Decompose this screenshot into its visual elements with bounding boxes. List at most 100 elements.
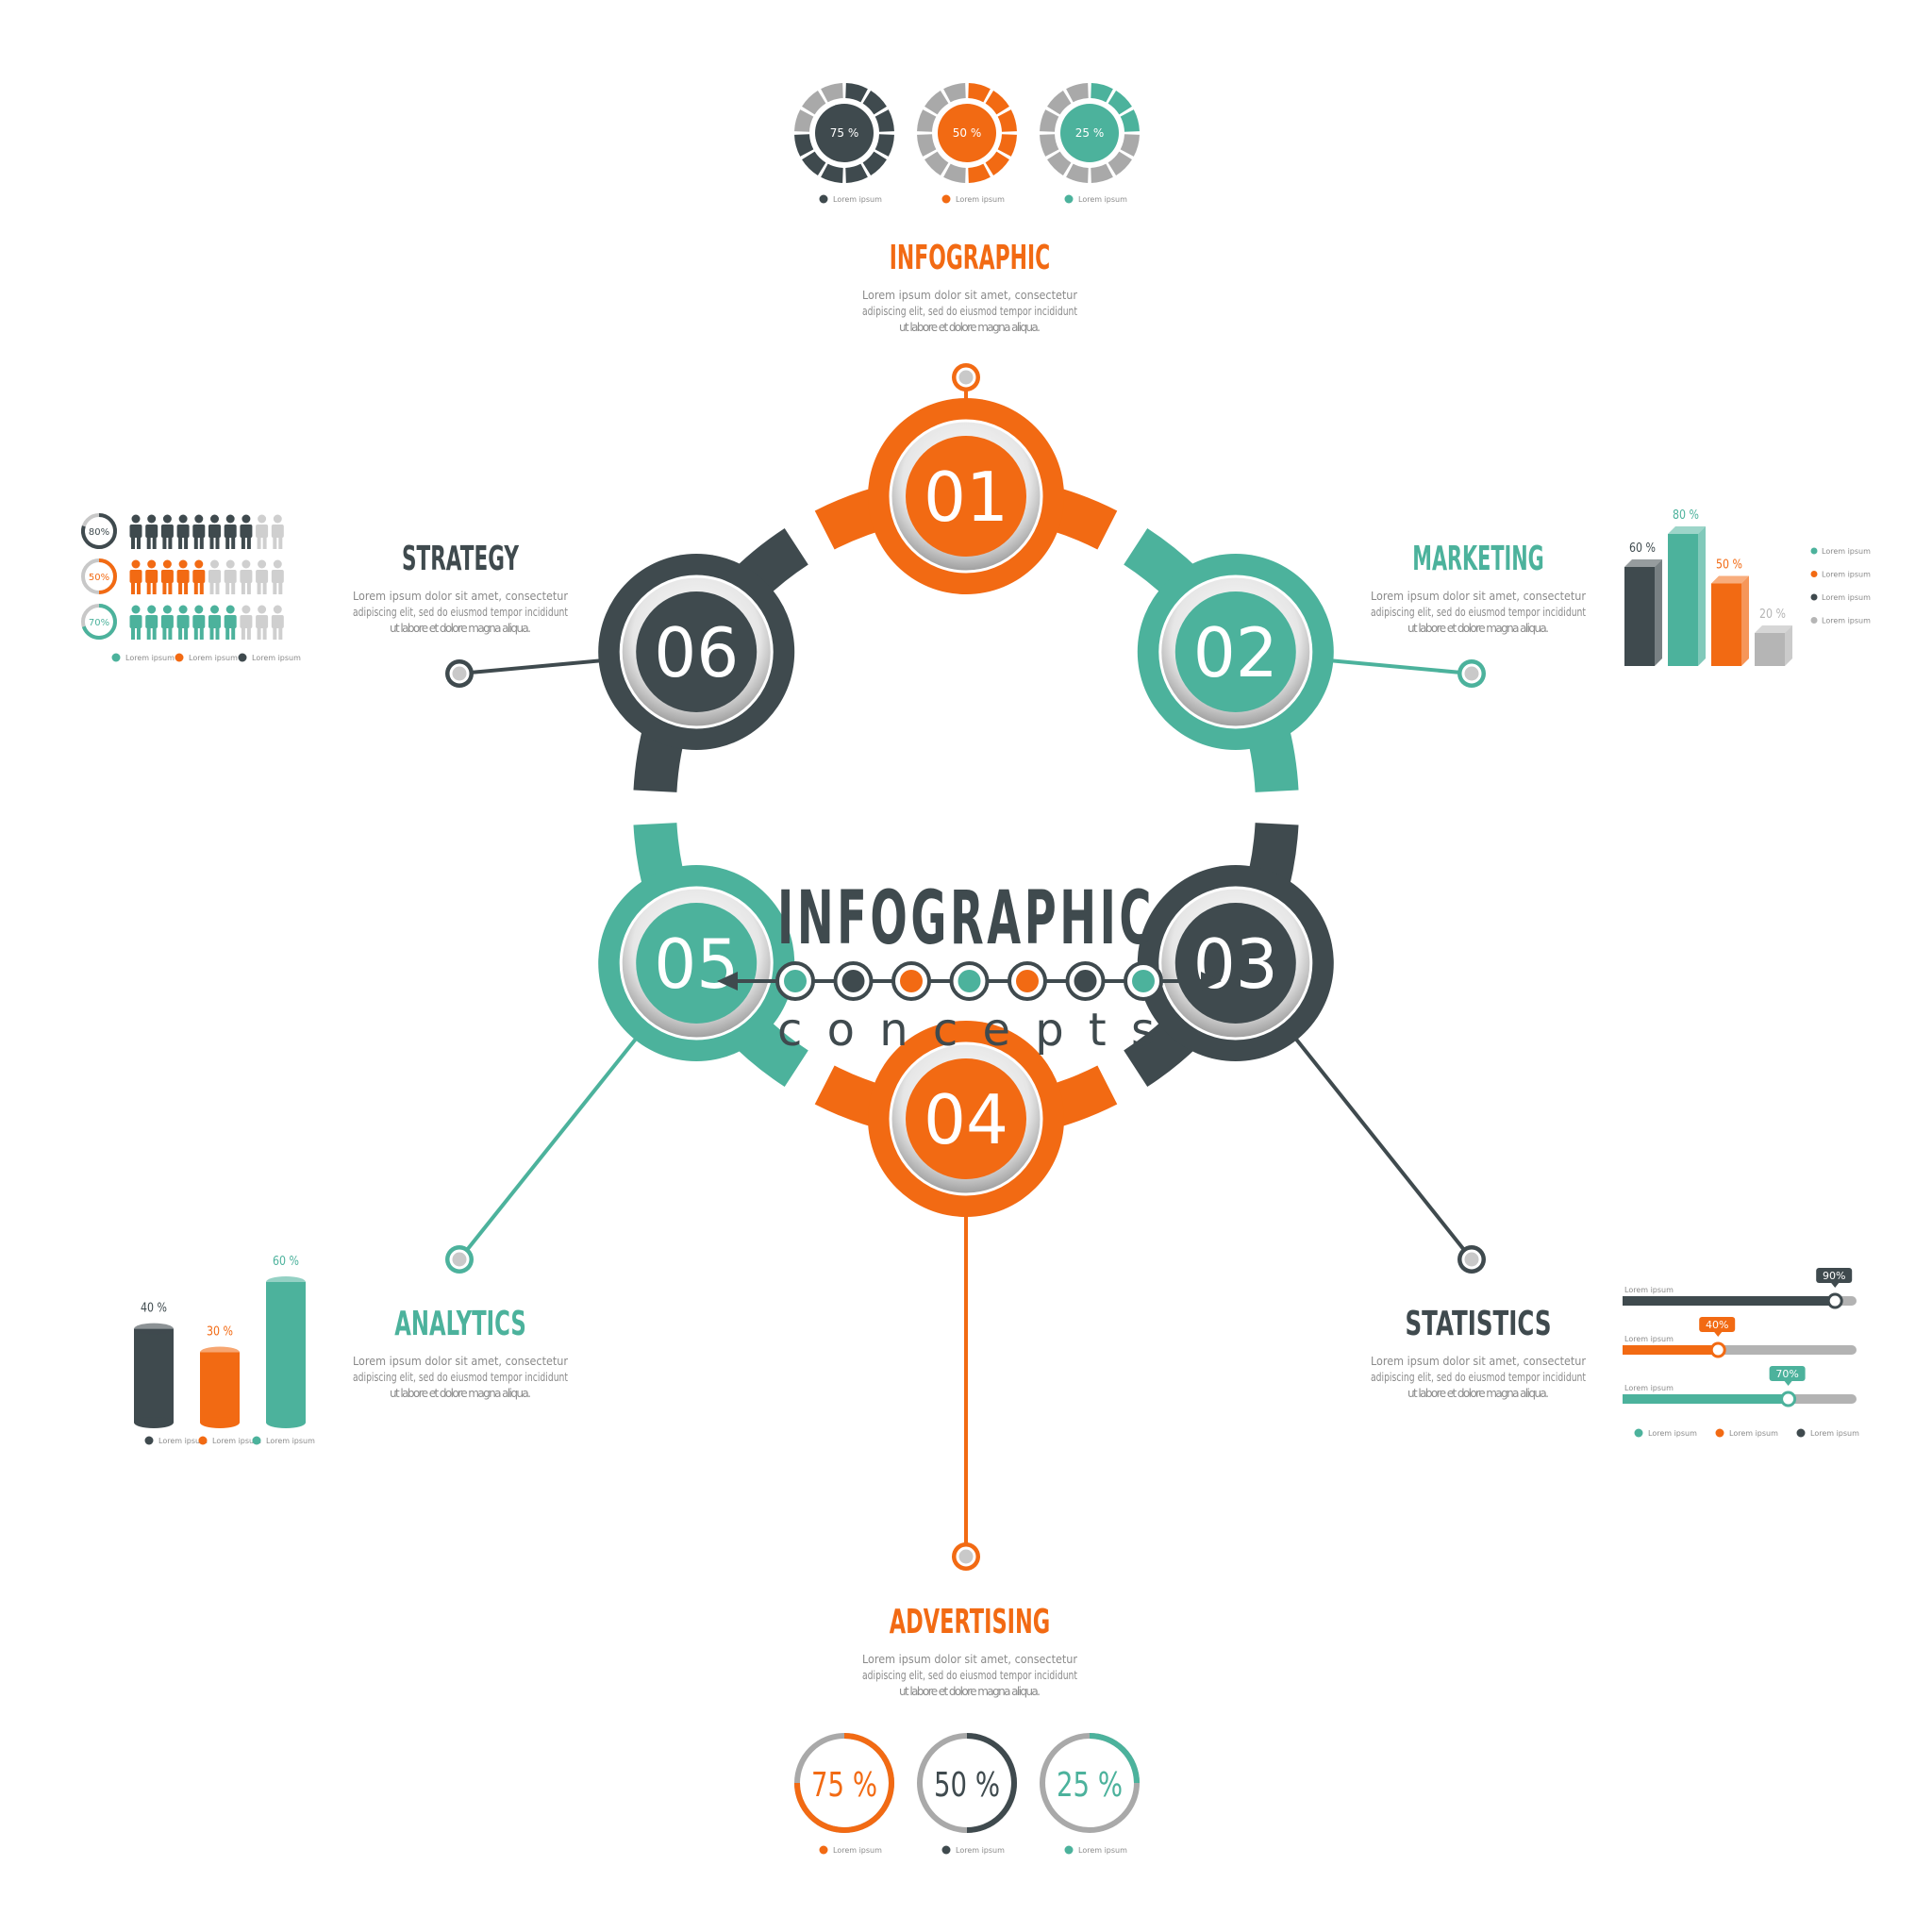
section-body-line: adipiscing elit, sed do eiusmod tempor i… [862,305,1077,318]
bar-value-label: 20 % [1759,608,1786,622]
cylinder-value-label: 40 % [141,1302,167,1316]
slider-knob [1780,1391,1797,1407]
bar-value-label: 50 % [1716,558,1742,573]
slider-label: Lorem ipsum [1624,1384,1674,1392]
bar-front [1668,534,1698,666]
person-icon [176,514,190,549]
cylinder-2: 60 % [266,1255,306,1428]
legend-dot [1810,617,1818,624]
section-body-line: ut labore et dolore magna aliqua. [1407,1387,1549,1400]
person-leg [178,537,183,549]
slider-value-label: 90% [1823,1270,1845,1282]
person-leg [278,537,283,549]
step-inner-circle [1174,903,1296,1024]
ring-progress [1089,1733,1140,1784]
bar-top [1711,575,1749,584]
person-leg [262,537,267,549]
person-icon [129,514,142,549]
legend-item: Lorem ipsum [1810,593,1871,602]
person-head [162,605,172,614]
person-leg [246,627,251,640]
legend-label: Lorem ipsum [189,654,238,662]
step-inner-circle [906,436,1026,557]
person-icon [208,514,221,549]
person-icon [160,559,174,594]
ring-label: 25 % [1057,1766,1123,1805]
person-leg [131,627,135,640]
bar-value-label: 60 % [1629,541,1656,556]
ring-segment [997,133,1017,157]
step-node-04: 04 [868,1021,1064,1217]
ring-segment [985,91,1009,115]
person-icon [256,559,269,594]
legend-dot [819,194,828,204]
person-leg [131,537,135,549]
legend-dot [1810,593,1818,601]
person-body [271,615,284,628]
slider-knob [1826,1292,1843,1309]
ring-segment [844,163,868,183]
person-leg [225,537,230,549]
progress-ring-0: 75 %Lorem ipsum [794,1733,894,1855]
person-leg [193,582,198,594]
center-subtitle: c o n c e p t s [777,1004,1155,1057]
legend-label: Lorem ipsum [266,1437,315,1445]
legend-label: Lorem ipsum [125,654,175,662]
person-leg [146,582,151,594]
ring-segment [1066,83,1090,103]
cylinder-value-label: 60 % [273,1255,299,1269]
person-body [240,525,253,538]
bar-side [1785,625,1792,666]
slider-label: Lorem ipsum [1624,1335,1674,1343]
ring-label: 50 % [934,1766,1000,1805]
person-body [176,615,190,628]
legend-label: Lorem ipsum [956,1846,1005,1855]
person-body [240,570,253,583]
ring-segment [967,163,991,183]
person-icon [240,559,253,594]
legend-dot [144,1436,154,1445]
ring-segment [985,151,1009,175]
cylinder-top [200,1346,240,1358]
person-head [225,559,235,569]
legend-item: Lorem ipsum [238,653,301,662]
legend-label: Lorem ipsum [833,195,882,204]
person-head [258,514,267,524]
ring-segment [794,133,814,157]
person-leg [168,627,173,640]
cylinder-1: 30 % [200,1325,240,1428]
person-leg [273,537,277,549]
cylinder-bottom [200,1417,240,1428]
legend-dot [1634,1428,1643,1438]
ring-segment [1047,91,1072,115]
person-leg [215,627,220,640]
section-body-line: ut labore et dolore magna aliqua. [390,622,531,635]
step-inner-circle [636,591,758,712]
section-title-analytics: ANALYTICS [394,1305,526,1343]
person-leg [184,627,189,640]
person-head [242,605,251,614]
ring-segment [794,109,814,133]
section-body-line: Lorem ipsum dolor sit amet, consectetur [862,1653,1077,1666]
connector-pin-inner [956,367,976,388]
person-leg [152,627,157,640]
legend-item: Lorem ipsum [144,1436,208,1445]
slider-fill [1623,1394,1787,1404]
legend-dot [941,1845,951,1855]
person-body [256,570,269,583]
person-body [192,570,206,583]
step-node-03: 03 [1137,865,1334,1061]
step-node-05: 05 [598,865,795,1061]
person-leg [209,627,214,640]
section-title-strategy: STRATEGY [402,540,520,578]
connector-pin-inner [449,1249,470,1270]
ring-segment [1090,163,1113,183]
bar-front [1624,567,1655,666]
person-head [147,559,157,569]
bar-side [1698,526,1706,666]
